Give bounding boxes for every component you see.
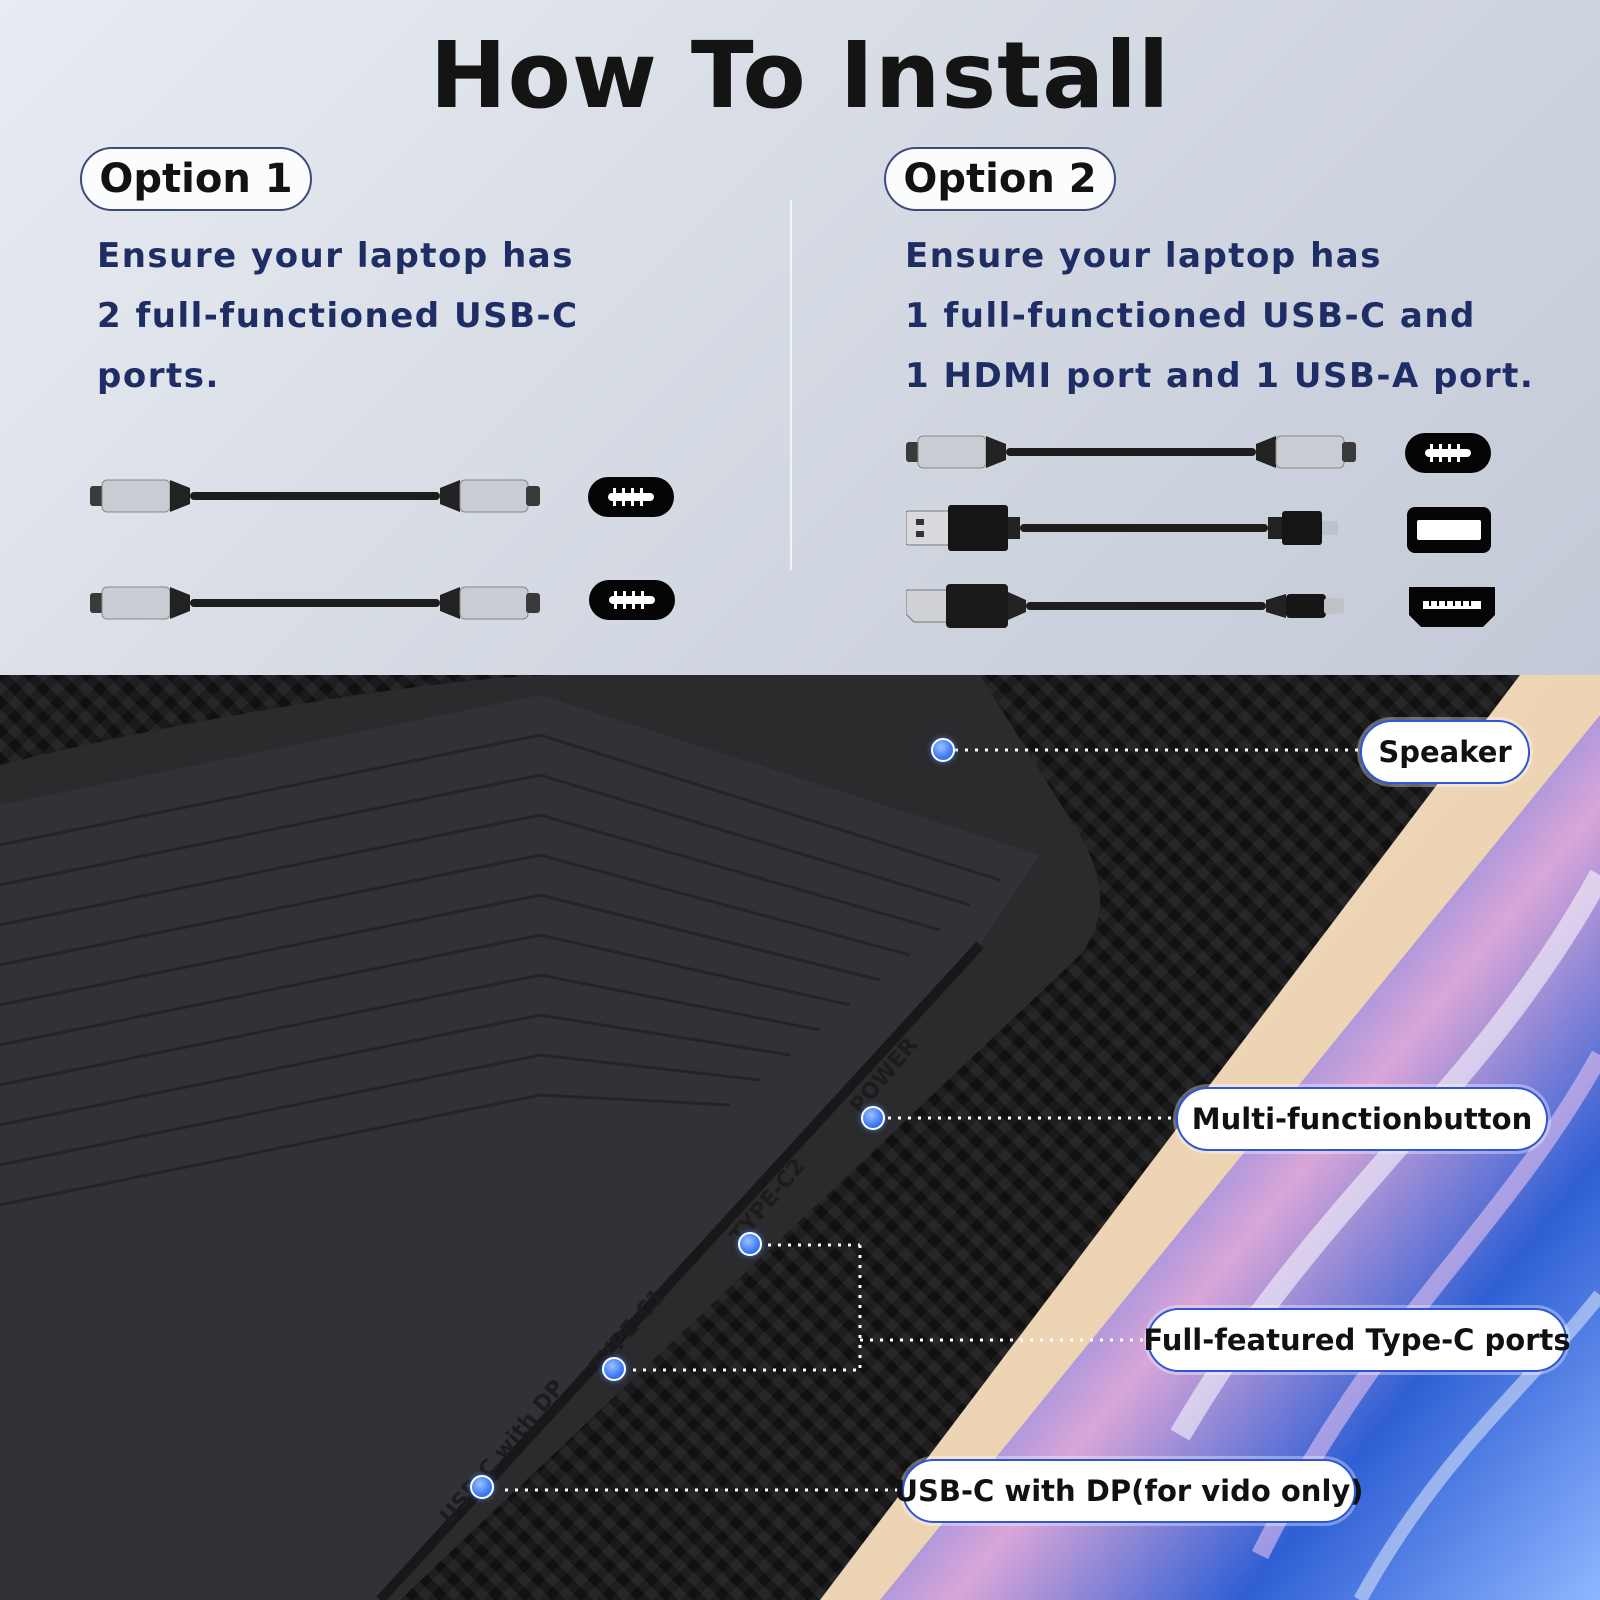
usb-c-port-icon — [589, 580, 675, 620]
usb-c-port-icon — [1405, 433, 1491, 473]
type-c1-marker — [602, 1357, 626, 1381]
option-1-line-2: 2 full-functioned USB-C — [97, 296, 579, 336]
page-title: How To Install — [429, 22, 1171, 129]
multi-function-button-marker — [861, 1106, 885, 1130]
option-1-line-3: ports. — [97, 356, 220, 396]
speaker-callout: Speaker — [1360, 720, 1530, 784]
usb-a-port-icon — [1407, 507, 1491, 553]
device-photo: POWER TYPE-C2 TYPE-C1 USB-C with DP Spea… — [0, 675, 1600, 1600]
usb-c-dp-marker — [470, 1475, 494, 1499]
install-panel: How To Install Option 1 Ensure your lapt… — [0, 0, 1600, 675]
usb-a-cable-icon — [906, 505, 1338, 551]
speaker-marker — [931, 738, 955, 762]
multi-function-button-callout: Multi-functionbutton — [1176, 1087, 1548, 1151]
option-2-badge: Option 2 — [884, 147, 1116, 211]
hdmi-port-icon — [1409, 587, 1495, 627]
callout-leader-lines — [505, 748, 1360, 1492]
usb-c-cable-icon — [90, 586, 540, 620]
option-1-line-1: Ensure your laptop has — [97, 236, 574, 276]
usb-c-cable-icon — [90, 479, 540, 513]
usb-c-cable-icon — [906, 435, 1356, 469]
usb-c-port-icon — [588, 477, 674, 517]
type-c2-marker — [738, 1232, 762, 1256]
option-2-line-3: 1 HDMI port and 1 USB-A port. — [905, 356, 1535, 396]
hdmi-cable-icon — [906, 584, 1344, 628]
option-1-description: Ensure your laptop has 2 full-functioned… — [97, 226, 737, 406]
type-c-ports-callout: Full-featured Type-C ports — [1143, 1308, 1571, 1372]
option-2-description: Ensure your laptop has 1 full-functioned… — [905, 226, 1545, 406]
option-divider — [790, 200, 792, 570]
option-2-line-1: Ensure your laptop has — [905, 236, 1382, 276]
portable-monitor-body: POWER TYPE-C2 TYPE-C1 USB-C with DP — [0, 675, 1100, 1600]
option-1-badge: Option 1 — [80, 147, 312, 211]
usb-c-dp-callout: USB-C with DP(for vido only) — [894, 1459, 1364, 1523]
option-2-line-2: 1 full-functioned USB-C and — [905, 296, 1476, 336]
